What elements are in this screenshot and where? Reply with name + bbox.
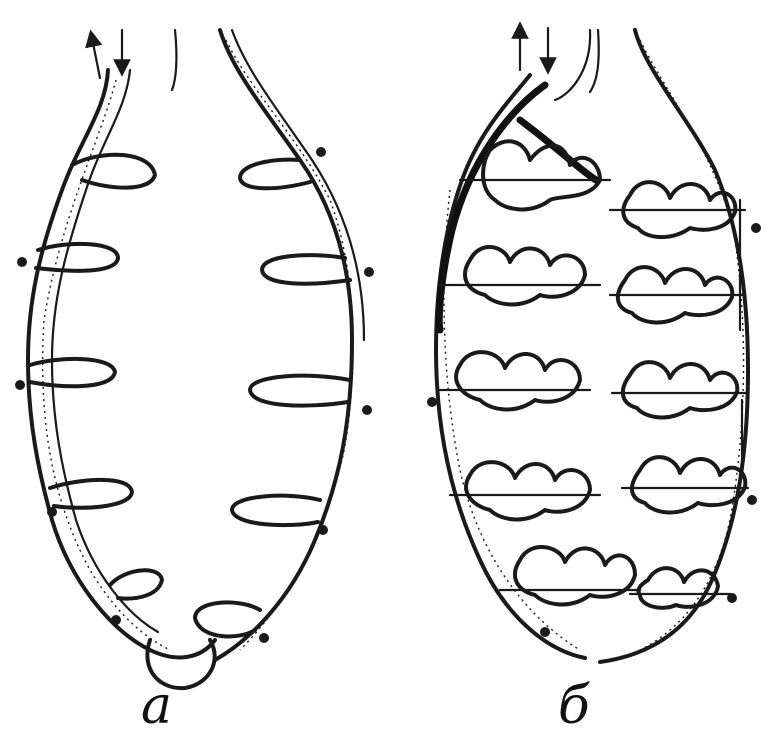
panel-a-fold-right-1 bbox=[240, 160, 310, 189]
panel-a-pore bbox=[47, 507, 57, 517]
panel-a-flow-right bbox=[226, 40, 353, 650]
panel-a-fold-left-4 bbox=[50, 480, 132, 508]
panel-b-pore bbox=[427, 397, 437, 407]
panel-a-pore bbox=[111, 615, 121, 625]
panel-b-pore bbox=[751, 223, 761, 233]
panel-a-fold-left-5 bbox=[110, 570, 162, 598]
panel-a-pore bbox=[362, 405, 372, 415]
panel-a-fold-right-2 bbox=[262, 255, 350, 284]
panel-a-pore bbox=[15, 380, 25, 390]
panel-b-pore bbox=[727, 593, 737, 603]
panel-b-pore bbox=[540, 627, 550, 637]
panel-a-left-wall bbox=[28, 70, 215, 657]
panel-b-channels bbox=[440, 180, 748, 594]
panel-b-pore bbox=[747, 495, 757, 505]
panel-a-fold-right-4 bbox=[232, 496, 320, 525]
panel-a-label: а bbox=[141, 676, 172, 736]
panel-a-pore bbox=[17, 257, 27, 267]
panel-a-right-wall bbox=[215, 30, 352, 660]
panel-a-pore bbox=[364, 267, 374, 277]
panel-b-label: б bbox=[558, 676, 590, 736]
panel-b-right-wall bbox=[600, 30, 748, 662]
panel-a-fold-left-2 bbox=[36, 244, 118, 271]
panel-b-diagram bbox=[427, 28, 761, 662]
panel-a-pore bbox=[259, 633, 269, 643]
panel-a-fold-right-5 bbox=[195, 602, 260, 636]
panel-a-right-inner-wall bbox=[172, 30, 176, 90]
panel-a-diagram bbox=[15, 30, 374, 688]
panel-a-pore bbox=[318, 525, 328, 535]
panel-a-pore bbox=[316, 147, 326, 157]
panel-a-fold-right-3 bbox=[250, 376, 350, 406]
panel-b-chambers-left bbox=[456, 141, 635, 604]
panel-a-out-arrow bbox=[92, 38, 100, 78]
